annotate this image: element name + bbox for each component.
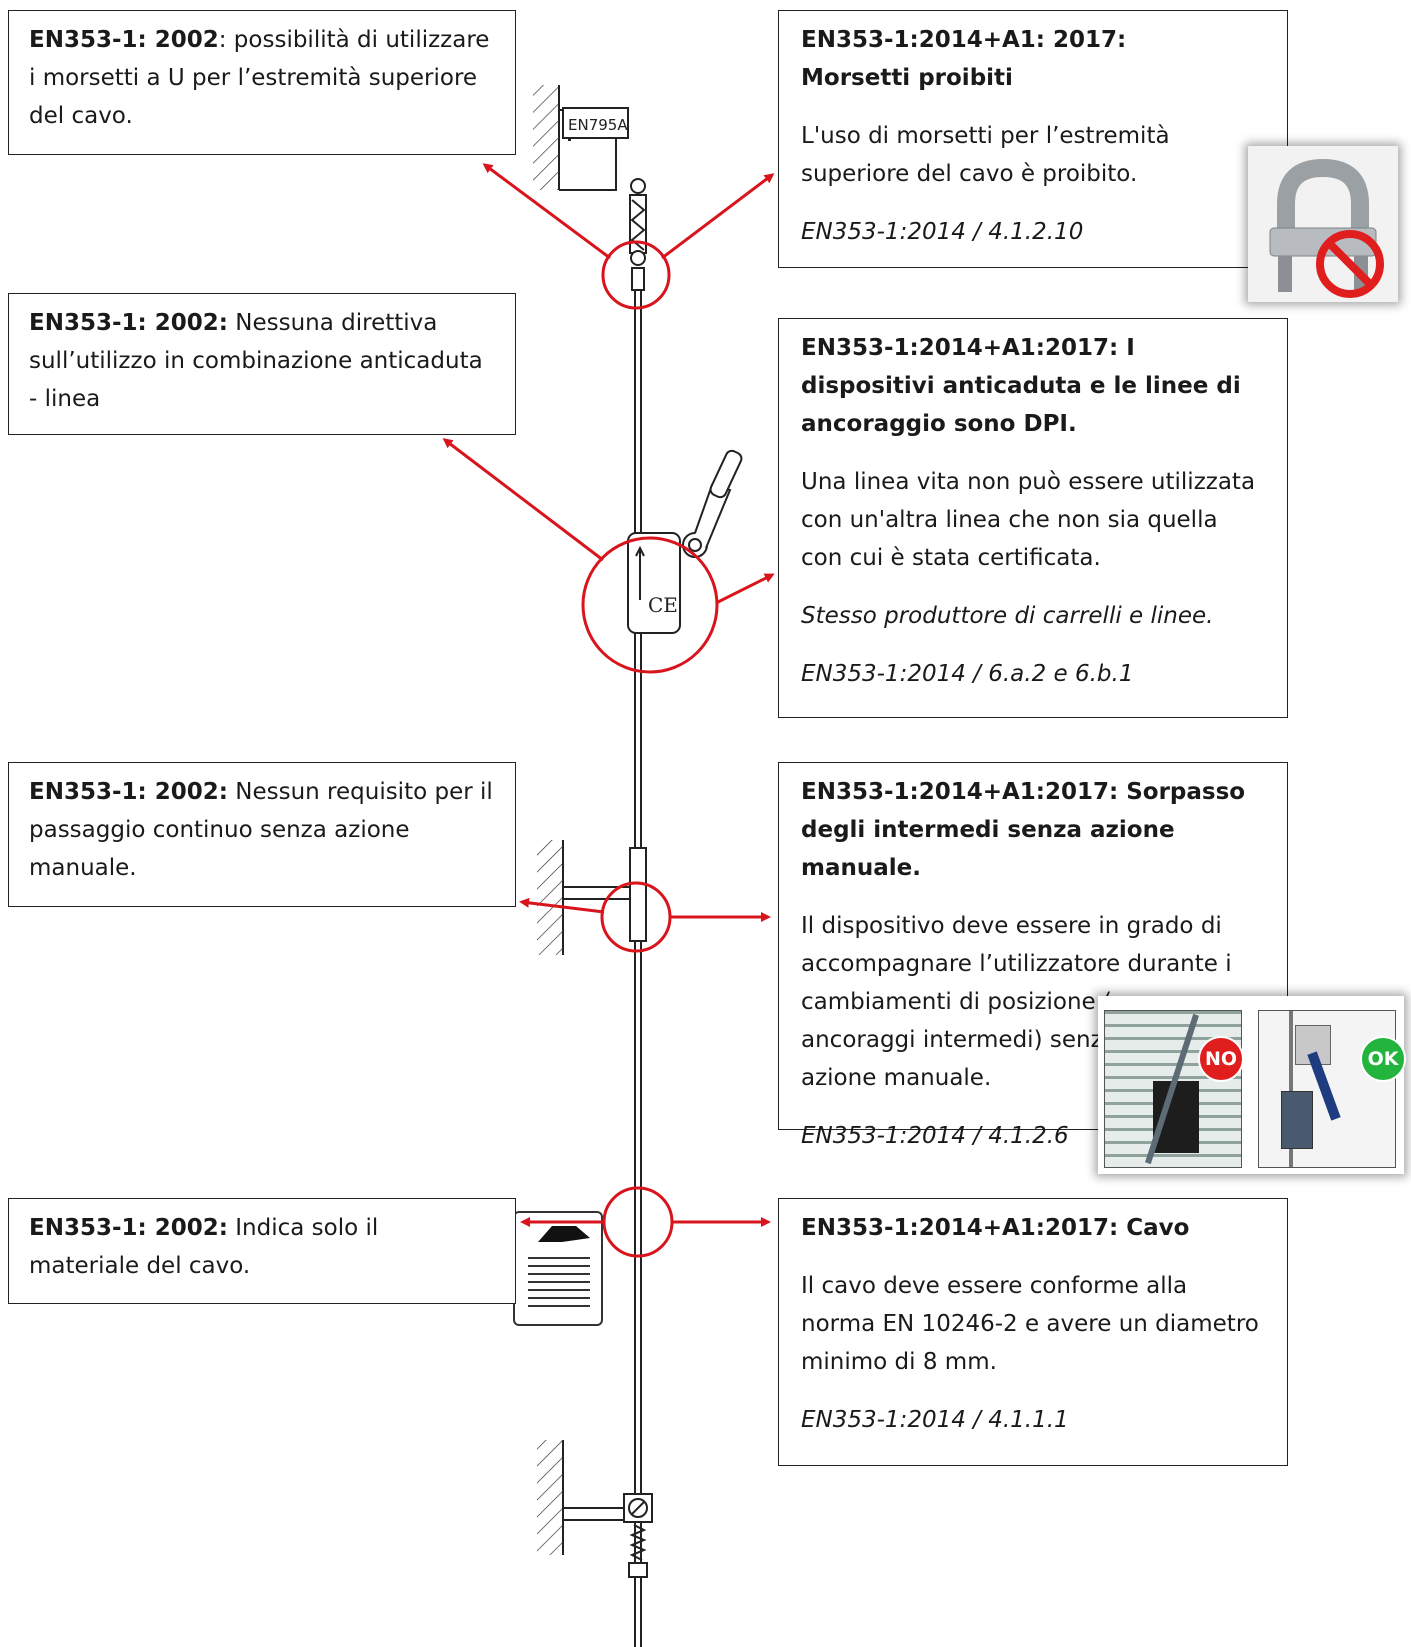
note-body: Nessun requisito per il passaggio contin… xyxy=(29,779,493,881)
note-title: EN353-1: 2002: xyxy=(29,779,228,805)
note-right-clamps: EN353-1:2014+A1: 2017: Morsetti proibiti… xyxy=(778,10,1288,268)
note-ref: EN353-1:2014 / 4.1.2.6 xyxy=(801,1123,1069,1149)
note-body: L'uso di morsetti per l’estremità superi… xyxy=(801,123,1170,187)
note-ref: EN353-1:2014 / 6.a.2 e 6.b.1 xyxy=(801,661,1134,687)
note-left-combination: EN353-1: 2002: Nessuna direttiva sull’ut… xyxy=(8,293,516,435)
note-title: EN353-1:2014+A1:2017: Cavo xyxy=(801,1215,1190,1241)
comparison-photo: NO OK xyxy=(1098,996,1406,1174)
cable xyxy=(634,290,642,1647)
bottom-anchor xyxy=(562,1493,653,1578)
note-right-cable: EN353-1:2014+A1:2017: Cavo Il cavo deve … xyxy=(778,1198,1288,1466)
note-body: Indica solo il materiale del cavo. xyxy=(29,1215,379,1279)
callout-intermediate xyxy=(519,881,771,953)
note-title: EN353-1: 2002 xyxy=(29,27,219,53)
wall-hatch-top xyxy=(533,85,560,190)
manual-icon xyxy=(513,1211,603,1326)
prohibited-clamp-photo xyxy=(1248,146,1398,302)
note-body: Una linea vita non può essere utilizzata… xyxy=(801,469,1256,571)
wall-hatch-middle xyxy=(537,840,564,955)
note-left-cable: EN353-1: 2002: Indica solo il materiale … xyxy=(8,1198,516,1304)
note-title: EN353-1:2014+A1: 2017: Morsetti proibiti xyxy=(801,27,1127,91)
note-title: EN353-1: 2002: xyxy=(29,310,228,336)
callout-top xyxy=(482,163,775,310)
intermediate-bracket xyxy=(562,847,647,942)
ce-mark: CE xyxy=(648,593,678,617)
note-right-intermediates: EN353-1:2014+A1:2017: Sorpasso degli int… xyxy=(778,762,1288,1149)
wall-hatch-bottom xyxy=(537,1440,564,1555)
badge-ok: OK xyxy=(1360,1036,1406,1082)
top-anchor-bracket xyxy=(559,107,646,194)
photo-no xyxy=(1104,1010,1242,1168)
callout-cable xyxy=(520,1186,771,1258)
note-left-passage: EN353-1: 2002: Nessun requisito per il p… xyxy=(8,762,516,907)
prohibited-icon xyxy=(1316,230,1384,298)
note-body: : possibilità di utilizzare i morsetti a… xyxy=(29,27,490,129)
note-title: EN353-1: 2002: xyxy=(29,1215,228,1241)
note-right-ppe: EN353-1:2014+A1:2017: I dispositivi anti… xyxy=(778,318,1288,718)
note-ref: EN353-1:2014 / 4.1.2.10 xyxy=(801,219,1084,245)
note-body: Nessuna direttiva sull’utilizzo in combi… xyxy=(29,310,483,412)
note-title: EN353-1:2014+A1:2017: I dispositivi anti… xyxy=(801,335,1241,437)
note-ref: EN353-1:2014 / 4.1.1.1 xyxy=(801,1407,1069,1433)
callout-device xyxy=(442,438,775,674)
fall-arrest-device xyxy=(627,449,743,634)
top-spring xyxy=(629,194,647,291)
note-remark: Stesso produttore di carrelli e linee. xyxy=(801,603,1214,629)
note-body: Il cavo deve essere conforme alla norma … xyxy=(801,1273,1259,1375)
anchor-label: EN795A xyxy=(568,116,628,134)
note-left-clamps: EN353-1: 2002: possibilità di utilizzare… xyxy=(8,10,516,155)
badge-no: NO xyxy=(1198,1036,1244,1082)
photo-ok xyxy=(1258,1010,1396,1168)
note-title: EN353-1:2014+A1:2017: Sorpasso degli int… xyxy=(801,779,1246,881)
